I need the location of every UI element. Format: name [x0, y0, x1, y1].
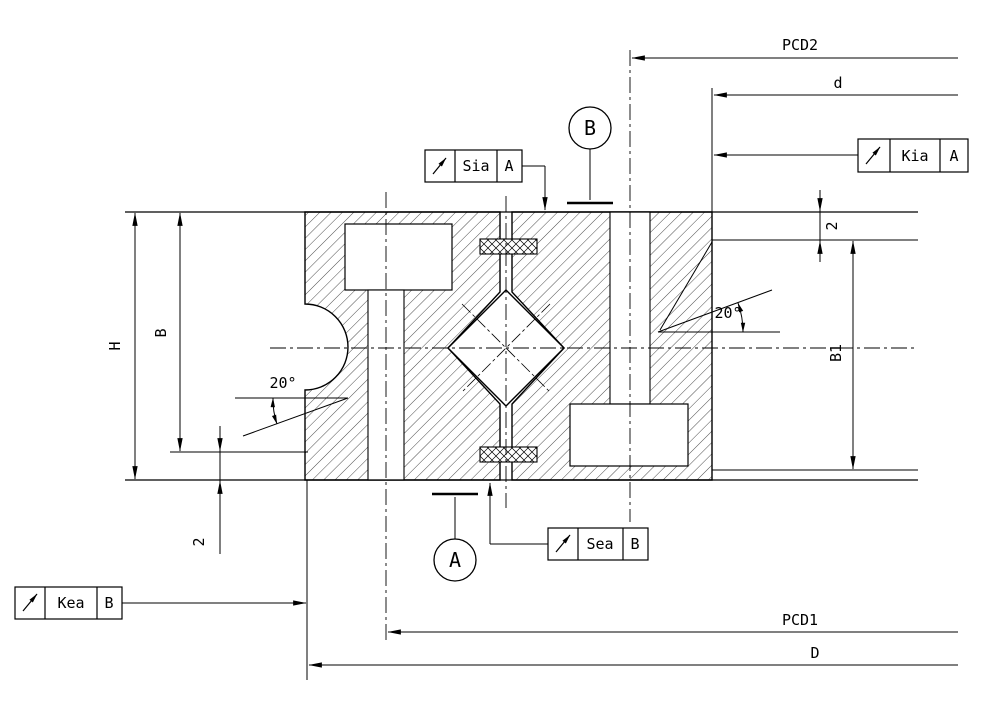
label-d: d [833, 74, 842, 92]
face-lines [125, 211, 918, 481]
fcf-kea-tolerance: Kea [57, 594, 84, 612]
circular-runout-icon [432, 157, 447, 175]
circular-runout-icon [22, 593, 38, 612]
label-width-B: B [152, 328, 170, 337]
fcf-kea-frame [14, 586, 123, 620]
outer-ring-counterbore [344, 223, 453, 291]
label-pcd2: PCD2 [782, 36, 818, 54]
inner-ring-section [511, 211, 713, 481]
label-outer-diameter: D [810, 644, 819, 662]
center-lines [270, 50, 918, 642]
fcf-kia-datum: A [949, 147, 958, 165]
circular-runout-icon [865, 146, 881, 165]
fcf-sea-datum: B [630, 535, 639, 553]
fcf-kea-datum: B [104, 594, 113, 612]
angle-right-arc [737, 302, 746, 333]
fcf-kia-tolerance: Kia [901, 147, 928, 165]
angle-callouts [235, 289, 780, 437]
label-width-B1: B1 [827, 344, 845, 362]
label-pcd1: PCD1 [782, 611, 818, 629]
inner-ring-counterbore [569, 403, 689, 467]
circular-runout-icon [555, 534, 571, 553]
seal-top [479, 238, 538, 255]
angle-left-ray-slanted [242, 397, 349, 437]
seal-bottom [479, 446, 538, 463]
fcf-sea-frame [547, 527, 649, 561]
fcf-sia-datum: A [504, 157, 513, 175]
seals [479, 238, 538, 463]
angle-left-arc [270, 397, 278, 425]
fcf-sea: Sea B [487, 482, 649, 561]
label-height-H: H [106, 341, 124, 350]
datum-a-letter: A [449, 548, 461, 572]
fcf-kea: Kea B [14, 586, 307, 620]
label-angle-right: 20° [714, 304, 741, 322]
fcf-sia-tolerance: Sia [462, 157, 489, 175]
label-angle-left: 20° [269, 374, 296, 392]
datum-a-indicator: A [432, 492, 478, 582]
datum-b-indicator: B [567, 106, 613, 205]
fcf-sea-tolerance: Sea [586, 535, 613, 553]
label-offset-bottom: 2 [190, 537, 208, 546]
datum-b-letter: B [584, 116, 596, 140]
fcf-kia: Kia A [713, 138, 969, 173]
contact-angle-line [659, 241, 713, 331]
fcf-sia: Sia A [424, 149, 548, 211]
label-offset-top: 2 [823, 221, 841, 230]
dimension-labels: PCD2 d PCD1 D H B B1 2 2 20° 20° [106, 36, 845, 662]
dimension-lines [132, 55, 958, 668]
angle-right-ray-slanted [657, 289, 773, 333]
